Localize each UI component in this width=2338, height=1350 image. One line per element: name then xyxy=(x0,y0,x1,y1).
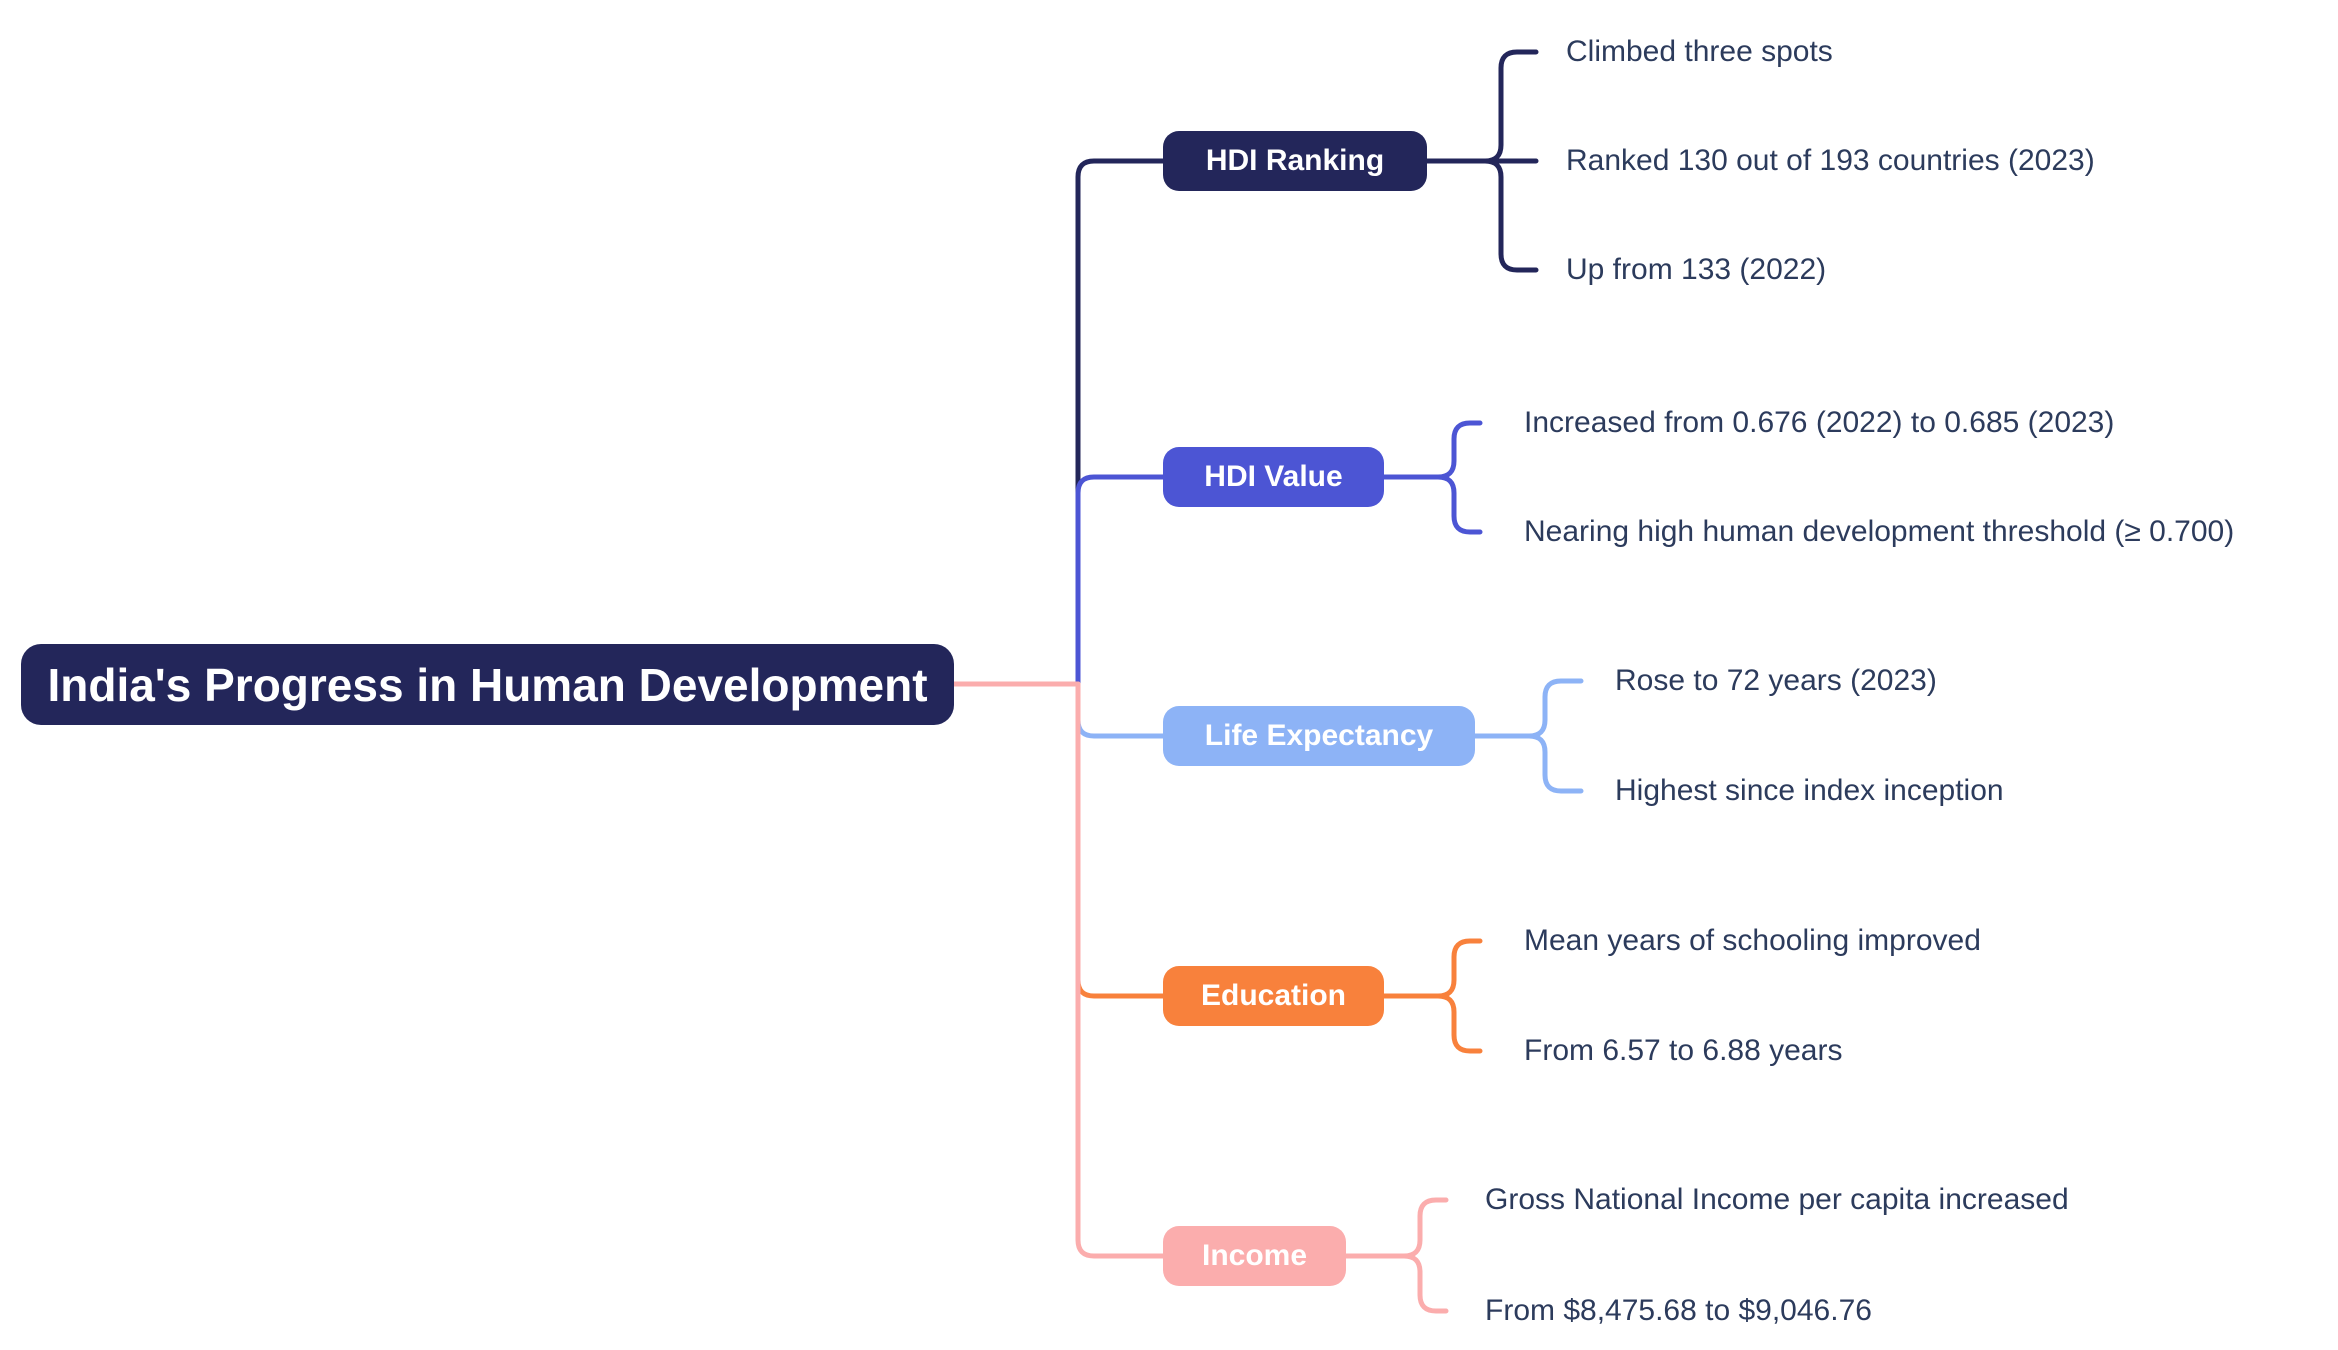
branch-node-hdi-ranking[interactable]: HDI Ranking xyxy=(1163,131,1427,191)
connector-hdi-ranking-child-2 xyxy=(1424,158,1539,273)
leaf-node[interactable]: Highest since index inception xyxy=(1615,774,2004,807)
connector-trunk-income xyxy=(1075,681,1166,1259)
leaf-node[interactable]: Climbed three spots xyxy=(1566,35,1833,68)
leaf-node[interactable]: Nearing high human development threshold… xyxy=(1524,515,2235,548)
connector-education-child-1 xyxy=(1381,993,1483,1054)
root-node[interactable]: India's Progress in Human Development xyxy=(21,644,954,725)
branch-node-income[interactable]: Income xyxy=(1163,1226,1346,1286)
branch-node-life-expectancy[interactable]: Life Expectancy xyxy=(1163,706,1475,766)
connector-life-expectancy-child-1 xyxy=(1472,733,1584,794)
leaf-node[interactable]: From $8,475.68 to $9,046.76 xyxy=(1485,1294,1872,1327)
connector-trunk-hdi-ranking xyxy=(1075,158,1166,687)
branch-node-hdi-value[interactable]: HDI Value xyxy=(1163,447,1384,507)
connector-hdi-value-child-0 xyxy=(1381,420,1483,480)
branch-node-education[interactable]: Education xyxy=(1163,966,1384,1026)
connector-hdi-ranking-child-0 xyxy=(1424,49,1539,164)
leaf-node[interactable]: Ranked 130 out of 193 countries (2023) xyxy=(1566,144,2095,177)
connector-hdi-value-child-1 xyxy=(1381,474,1483,535)
connector-income-child-0 xyxy=(1343,1197,1449,1259)
connector-education-child-0 xyxy=(1381,938,1483,999)
connector-trunk-education xyxy=(1075,681,1166,999)
leaf-node[interactable]: Gross National Income per capita increas… xyxy=(1485,1183,2069,1216)
connector-life-expectancy-child-0 xyxy=(1472,678,1584,739)
connector-income-child-1 xyxy=(1343,1253,1449,1314)
leaf-node[interactable]: Mean years of schooling improved xyxy=(1524,924,1981,957)
connector-trunk-hdi-value xyxy=(1075,474,1166,687)
connector-trunk-life-expectancy xyxy=(1075,681,1166,739)
leaf-node[interactable]: Rose to 72 years (2023) xyxy=(1615,664,1937,697)
leaf-node[interactable]: From 6.57 to 6.88 years xyxy=(1524,1034,1843,1067)
leaf-node[interactable]: Increased from 0.676 (2022) to 0.685 (20… xyxy=(1524,406,2115,439)
leaf-node[interactable]: Up from 133 (2022) xyxy=(1566,253,1827,286)
